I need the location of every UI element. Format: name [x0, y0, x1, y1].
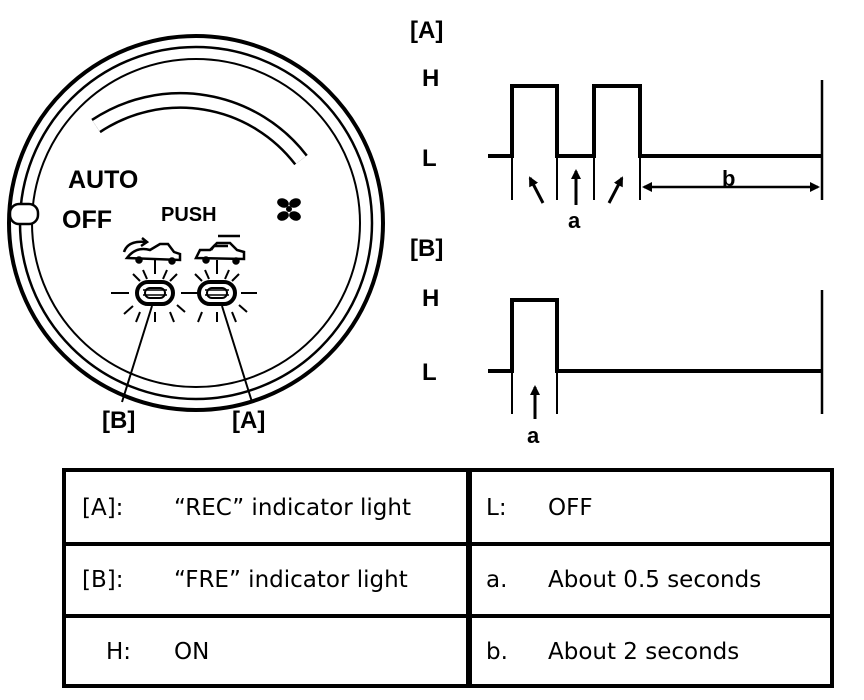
timing-b-title: [B] [410, 235, 443, 262]
leader-line-a [221, 305, 253, 403]
recirculation-car-icon [122, 237, 182, 265]
auto-label: AUTO [68, 166, 138, 194]
timing-a-waveform [488, 84, 822, 158]
legend-value-two-seconds: About 2 seconds [548, 639, 740, 665]
legend-row-rec: [A]: “REC” indicator light [82, 474, 462, 542]
timing-a-low-label: L [422, 145, 437, 172]
legend-value-off: OFF [548, 495, 593, 521]
push-label: PUSH [161, 204, 217, 226]
legend-value-rec: “REC” indicator light [174, 495, 411, 521]
legend-key-b-interval: b. [486, 639, 508, 665]
legend-row-divider [66, 542, 830, 546]
knob-tab [8, 202, 40, 226]
off-label: OFF [62, 206, 112, 234]
timing-a-mark-a: a [568, 208, 581, 233]
rec-indicator-light [194, 260, 257, 323]
legend-key-h: H: [106, 639, 132, 665]
timing-b-waveform [488, 298, 822, 373]
temperature-arc [91, 91, 308, 166]
callout-b: [B] [102, 407, 135, 434]
legend-column-divider [466, 472, 472, 684]
timing-a-title: [A] [410, 17, 443, 44]
press-arrow-2 [607, 176, 624, 204]
legend-row-b: b. About 2 seconds [486, 618, 826, 686]
legend-row-a: a. About 0.5 seconds [486, 546, 826, 614]
legend-key-a: [A]: [82, 495, 124, 521]
timing-b-low-label: L [422, 359, 437, 386]
callout-a: [A] [232, 407, 265, 434]
legend-row-low: L: OFF [486, 474, 826, 542]
legend-key-a-interval: a. [486, 567, 508, 593]
fresh-air-car-icon [193, 234, 246, 265]
legend-value-fre: “FRE” indicator light [174, 567, 408, 593]
fan-icon [277, 198, 301, 221]
legend-row-high: H: ON [82, 618, 462, 686]
timing-diagram-b: [B] H L a [410, 235, 824, 448]
legend-key-b: [B]: [82, 567, 124, 593]
control-knob: AUTO OFF PUSH [7, 34, 385, 412]
legend-key-l: L: [486, 495, 507, 521]
timing-b-high-label: H [422, 285, 439, 312]
fre-indicator-light [111, 260, 199, 323]
legend-row-fre: [B]: “FRE” indicator light [82, 546, 462, 614]
leader-line-b [121, 305, 153, 403]
timing-a-high-label: H [422, 65, 439, 92]
legend-table: [A]: “REC” indicator light L: OFF [B]: “… [62, 468, 834, 688]
timing-diagram-a: [A] H L a b [410, 17, 824, 233]
timing-b-mark-a: a [527, 423, 540, 448]
press-arrow-1 [528, 176, 545, 204]
diagram-canvas: AUTO OFF PUSH [7, 17, 824, 448]
timing-a-mark-b: b [722, 166, 735, 191]
legend-value-half-second: About 0.5 seconds [548, 567, 762, 593]
legend-value-on: ON [174, 639, 210, 665]
legend-row-divider [66, 614, 830, 618]
